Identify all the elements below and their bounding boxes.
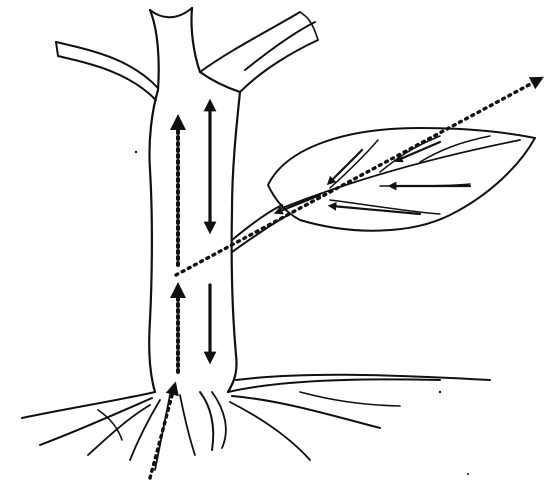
left-branch: [56, 42, 158, 100]
leaf: [268, 128, 535, 231]
stem: [149, 8, 240, 392]
speck: [467, 473, 469, 475]
speck: [439, 391, 441, 393]
right-branch: [200, 12, 318, 92]
leaf-diagonal-dotted-arrow: [176, 80, 538, 275]
speck: [135, 151, 137, 153]
roots: [22, 375, 490, 470]
